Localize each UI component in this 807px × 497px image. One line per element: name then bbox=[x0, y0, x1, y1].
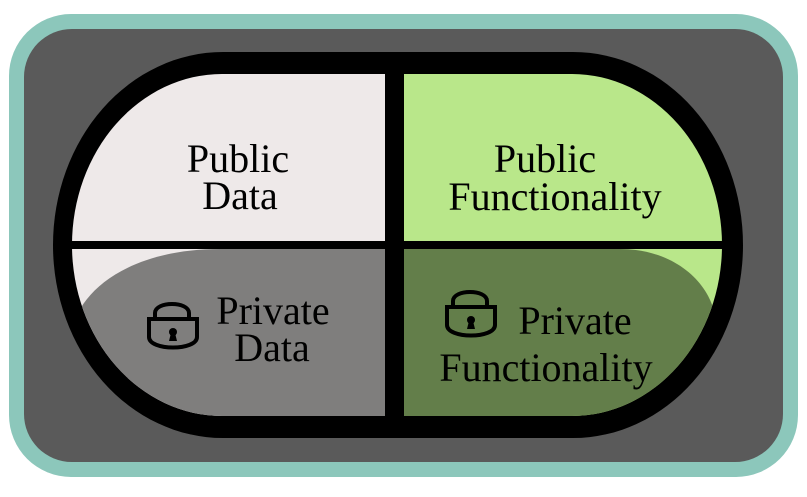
padlock-icon bbox=[445, 290, 497, 338]
private-functionality-quadrant bbox=[404, 249, 717, 416]
horizontal-divider bbox=[60, 241, 740, 249]
padlock-icon bbox=[147, 302, 199, 350]
private-data-quadrant bbox=[72, 249, 385, 416]
private-functionality-label: Private Functionality bbox=[439, 298, 652, 390]
public-functionality-label: Public Functionality bbox=[448, 136, 661, 219]
public-data-label: Public Data bbox=[187, 136, 299, 218]
private-data-label: Private Data bbox=[216, 288, 339, 370]
